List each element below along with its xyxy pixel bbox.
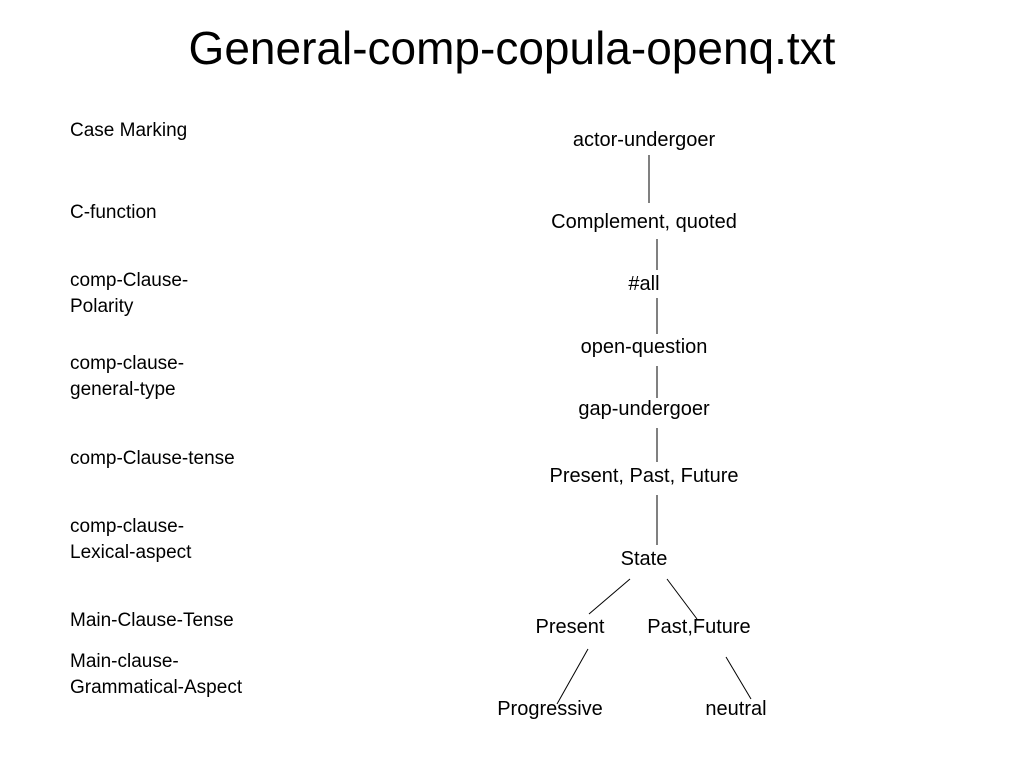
slide-title: General-comp-copula-openq.txt bbox=[188, 22, 836, 74]
edge-state-pastfuture bbox=[666, 578, 698, 620]
node-open-question: open-question bbox=[580, 336, 708, 358]
node-neutral: neutral bbox=[705, 698, 767, 720]
node-all: #all bbox=[628, 273, 660, 295]
label-main-clause-tense: Main-Clause-Tense bbox=[70, 610, 234, 631]
node-actor-undergoer: actor-undergoer bbox=[572, 129, 716, 151]
node-gap-undergoer: gap-undergoer bbox=[578, 398, 710, 420]
label-case-marking: Case Marking bbox=[70, 120, 188, 141]
node-progressive: Progressive bbox=[497, 698, 603, 720]
node-present: Present bbox=[535, 616, 605, 638]
label-main-clause-grammatical-aspect: Main-clause-Grammatical-Aspect bbox=[70, 651, 243, 698]
label-comp-clause-tense: comp-Clause-tense bbox=[70, 448, 235, 469]
label-comp-clause-general-type: comp-clause-general-type bbox=[70, 353, 185, 400]
label-c-function: C-function bbox=[70, 202, 157, 223]
node-past-future: Past,Future bbox=[647, 616, 751, 638]
edge-present-progressive bbox=[556, 648, 589, 705]
node-state: State bbox=[620, 548, 668, 570]
node-present-past-future: Present, Past, Future bbox=[549, 465, 739, 487]
edge-pastfuture-neutral bbox=[725, 656, 752, 700]
edge-state-present bbox=[588, 578, 631, 615]
label-comp-clause-polarity: comp-Clause-Polarity bbox=[70, 270, 189, 317]
label-comp-clause-lexical-aspect: comp-clause-Lexical-aspect bbox=[70, 516, 192, 563]
node-complement-quoted: Complement, quoted bbox=[551, 211, 737, 233]
